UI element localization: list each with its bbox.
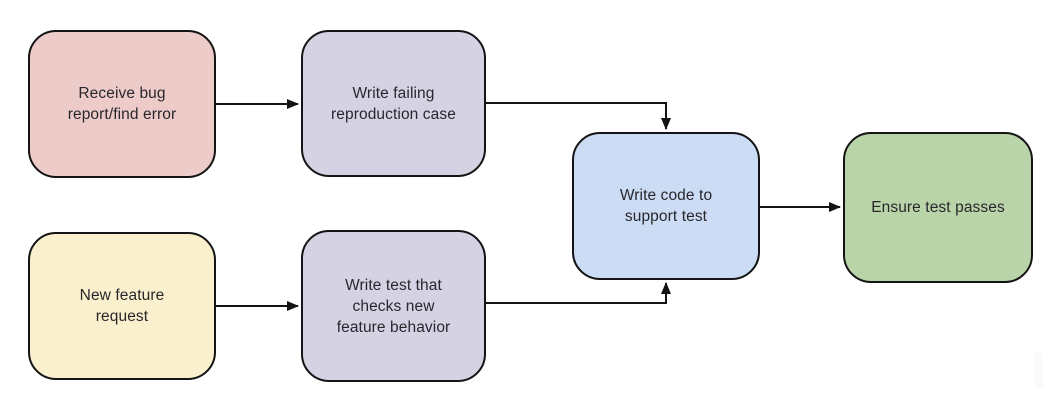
node-write-test-checks-new-feature: Write test that checks new feature behav… bbox=[301, 230, 486, 382]
node-ensure-test-passes: Ensure test passes bbox=[843, 132, 1033, 283]
node-label: Write test that checks new feature behav… bbox=[336, 276, 451, 336]
edge-test-to-write-code bbox=[486, 282, 671, 304]
node-label: Ensure test passes bbox=[871, 199, 1005, 216]
node-write-failing-reproduction-case: Write failing reproduction case bbox=[301, 30, 486, 177]
node-label: Write failing reproduction case bbox=[331, 84, 456, 123]
node-write-code-to-support-test: Write code to support test bbox=[572, 132, 760, 280]
node-receive-bug-report: Receive bug report/find error bbox=[28, 30, 216, 178]
edge-failing-case-to-write-code bbox=[486, 102, 671, 130]
node-label: Write code to support test bbox=[619, 187, 713, 225]
node-label: Receive bug report/find error bbox=[67, 85, 177, 123]
node-label: New feature request bbox=[79, 287, 165, 325]
node-new-feature-request: New feature request bbox=[28, 232, 216, 380]
scrollbar-thumb[interactable] bbox=[1034, 352, 1043, 389]
